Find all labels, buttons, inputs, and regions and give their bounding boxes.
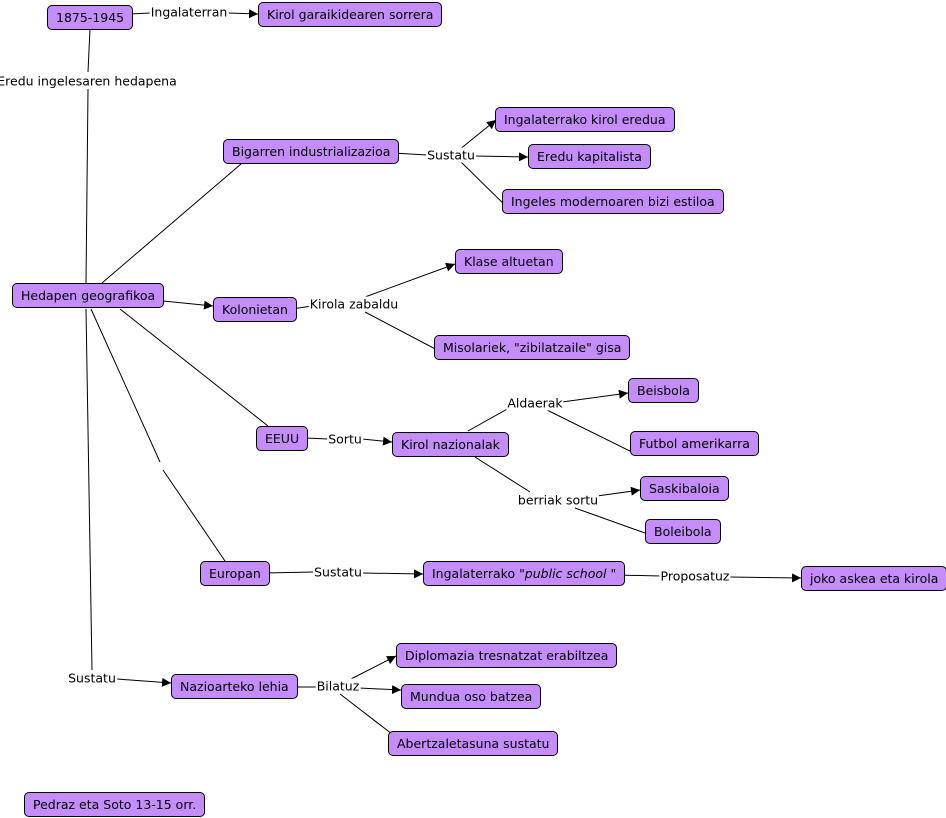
node-basketball[interactable]: Saskibaloia [640,476,729,501]
node-free-play[interactable]: joko askea eta kirola [801,566,946,591]
edge-label-public-school [361,569,424,579]
edge-national-variants [467,407,510,432]
edge-geo-rivalry-label [85,308,93,671]
node-capitalist-model[interactable]: Eredu kapitalista [528,144,651,169]
node-usa[interactable]: EEUU [256,426,309,451]
edge-label-free-play [728,573,802,583]
edge-label-capitalist [474,152,529,162]
link-label-spread-sport: Kirola zabaldu [308,296,400,312]
edge-period-label [129,12,151,15]
node-american-football[interactable]: Futbol amerikarra [630,431,759,456]
node-volleyball[interactable]: Boleibola [645,519,721,544]
node-diplomacy[interactable]: Diplomazia tresnatzat erabiltzea [396,643,618,668]
edge-europe-label [264,571,315,574]
link-label-promote-europe: Sustatu [313,564,363,580]
edge-trunk-geo [85,88,89,284]
edge-label-sport-birth [227,9,259,19]
edge-period-trunk [87,28,91,73]
node-patriotism[interactable]: Abertzaletasuna sustatu [388,731,559,756]
edge-label-upper-classes [364,262,456,298]
edge-label-rivalry [116,677,172,687]
node-unite-world[interactable]: Mundua oso batzea [401,684,542,709]
link-label-promote-industrial: Sustatu [426,147,476,163]
link-label-promote-rivalry: Sustatu [67,670,117,686]
node-missionaries[interactable]: Misolariek, "zibilatzaile" gisa [434,335,631,360]
public-school-prefix: Ingalaterrako [432,566,520,581]
link-label-variants: Aldaerak [506,395,564,411]
edge-label-unite [358,685,402,695]
node-source[interactable]: Pedraz eta Soto 13-15 orr. [24,792,206,817]
link-label-english-model-spread: Eredu ingelesaren hedapena [0,73,178,89]
edge-variants-baseball [561,389,629,403]
node-english-lifestyle[interactable]: Ingeles modernoaren bizi estiloa [502,189,724,214]
link-label-propose: Proposatuz [659,568,731,584]
edge-geo-europe-a [90,308,161,463]
node-geographic-spread[interactable]: Hedapen geografikoa [12,283,165,308]
edge-new-basketball [596,486,641,497]
node-period[interactable]: 1875-1945 [47,5,134,30]
link-label-new-created: berriak sortu [516,492,600,508]
link-label-create: Sortu [327,431,363,447]
node-international-rivalry[interactable]: Nazioarteko lehia [171,674,298,699]
link-label-in-england: Ingalaterran [149,4,229,20]
node-england-sport-model[interactable]: Ingalaterrako kirol eredua [495,107,675,132]
node-baseball[interactable]: Beisbola [628,378,699,403]
link-label-seeking: Bilatuz [315,678,361,694]
node-public-school[interactable]: Ingalaterrako "public school " [423,561,626,586]
node-europe[interactable]: Europan [200,561,270,586]
edge-national-new [474,456,531,493]
node-second-industrialization[interactable]: Bigarren industrializazioa [223,139,400,164]
edge-variants-football [546,409,639,456]
node-colonies[interactable]: Kolonietan [213,297,297,322]
edge-label-national [361,436,393,446]
edge-label-england-model [458,119,497,151]
edge-label-missionaries [364,311,442,353]
node-sport-birth[interactable]: Kirol garaikidearen sorrera [258,2,443,27]
edge-geo-colonies-b [162,300,214,310]
edge-geo-europe-b [162,469,226,562]
node-upper-classes[interactable]: Klase altuetan [455,249,563,274]
edge-geo-usa [119,308,269,427]
edge-geo-industrialization [101,163,242,284]
node-national-sports[interactable]: Kirol nazionalak [392,432,509,457]
edge-label-diplomacy [348,655,397,681]
edge-new-volleyball [574,507,646,534]
edge-label-patriotism [339,693,393,735]
edge-usa-label [305,437,329,440]
public-school-term: "public school " [519,566,617,581]
